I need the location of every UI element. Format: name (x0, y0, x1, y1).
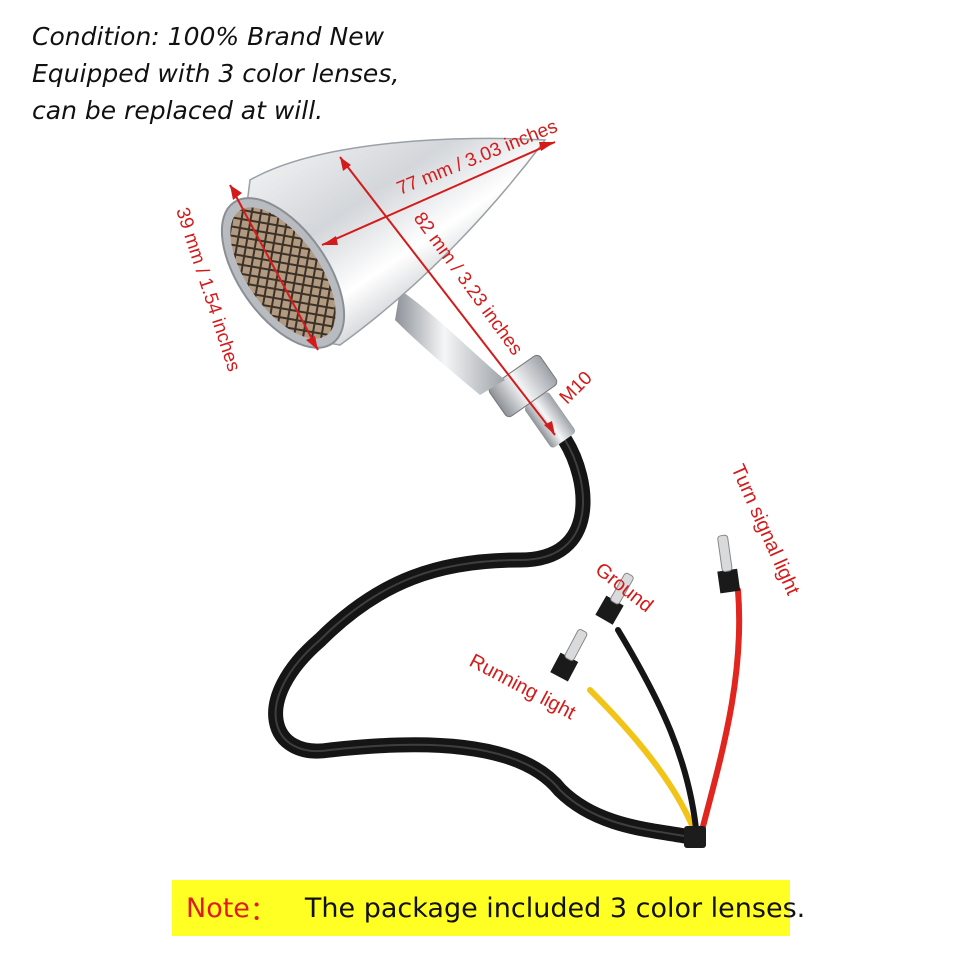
length-line (321, 141, 556, 246)
condition-line: Condition: 100% Brand New (32, 22, 385, 51)
description-text: Condition: 100% Brand New Equipped with … (32, 18, 399, 129)
total-length-line (339, 156, 556, 436)
ground-connector (595, 572, 634, 625)
lens-grille (230, 207, 336, 339)
yellow-wire (587, 687, 700, 841)
black-cable (268, 432, 703, 846)
turn-signal-lamp (220, 137, 547, 395)
nut (488, 354, 558, 418)
wire-joint (684, 826, 706, 848)
connectors (550, 534, 741, 682)
note-colon: ： (249, 895, 277, 927)
note-banner: Note ： The package included 3 color lens… (172, 880, 805, 936)
note-text: The package included 3 color lenses. (304, 892, 806, 924)
mount-bolt (488, 354, 576, 448)
replace-line: can be replaced at will. (32, 96, 324, 125)
note-label: Note (186, 892, 250, 924)
lenses-line: Equipped with 3 color lenses, (32, 59, 400, 88)
red-wire (697, 587, 743, 841)
wires (587, 587, 743, 848)
thread-label: M10 (556, 368, 597, 409)
running-connector (550, 629, 588, 682)
diameter-line (229, 184, 319, 351)
dimension-lines (229, 141, 556, 436)
turn-connector (717, 534, 741, 594)
black-wire (615, 627, 700, 841)
